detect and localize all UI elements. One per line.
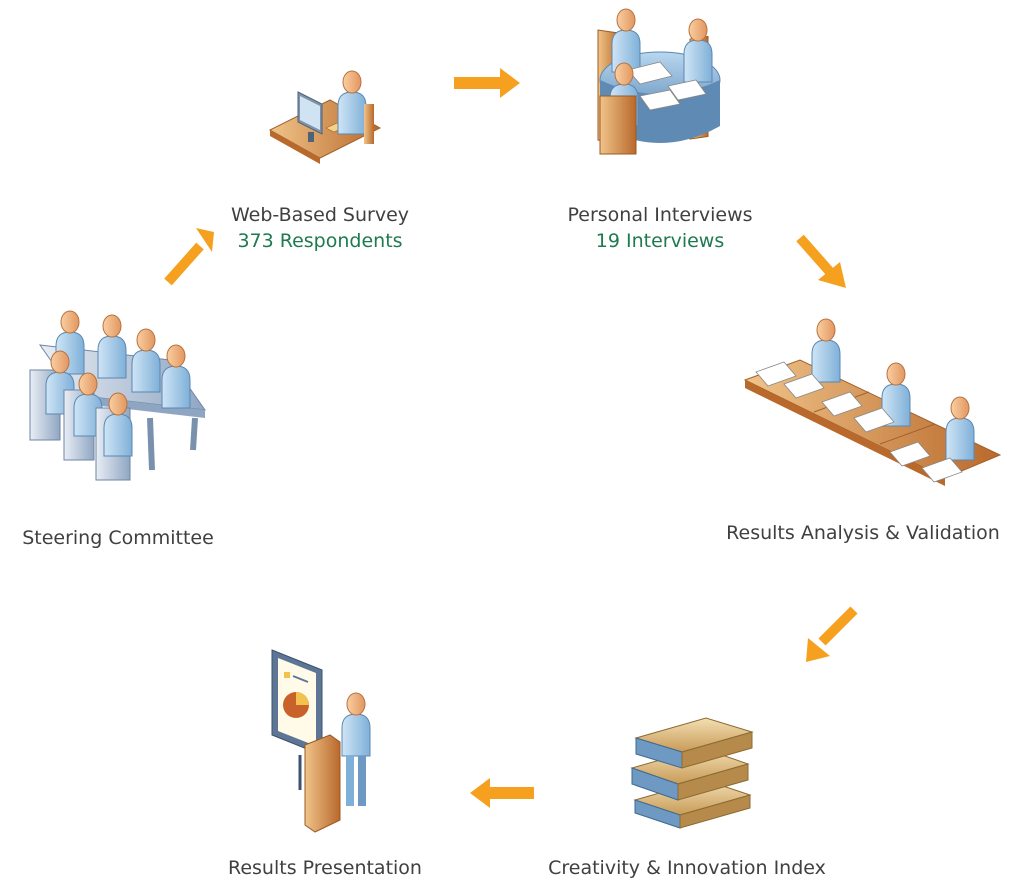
step-label-personal-interviews: Personal Interviews 19 Interviews (540, 202, 780, 254)
step-subtitle: 19 Interviews (595, 230, 725, 252)
step-title: Results Presentation (228, 857, 422, 879)
arrow-index-to-presentation (470, 778, 534, 808)
stacked-books-icon (630, 717, 754, 829)
arrow-survey-to-interviews (454, 68, 520, 98)
computer-user-icon (268, 70, 382, 164)
step-title: Personal Interviews (567, 204, 753, 226)
step-title: Results Analysis & Validation (726, 522, 1000, 544)
arrow-steering-to-survey (164, 228, 214, 286)
arrow-analysis-to-index (806, 606, 858, 662)
round-table-meeting-icon (597, 8, 721, 155)
desk-workers-icon (743, 318, 1002, 486)
step-title: Web-Based Survey (230, 204, 410, 226)
presenter-podium-icon (271, 649, 371, 833)
step-label-steering-committee: Steering Committee (8, 525, 228, 551)
meeting-table-icon (29, 310, 207, 481)
step-label-results-analysis: Results Analysis & Validation (704, 520, 1022, 546)
step-label-creativity-index: Creativity & Innovation Index (532, 855, 842, 881)
arrow-interviews-to-analysis (796, 234, 846, 288)
step-title: Steering Committee (22, 527, 214, 549)
step-subtitle: 373 Respondents (237, 230, 403, 252)
step-title: Creativity & Innovation Index (548, 857, 826, 879)
step-label-web-based-survey: Web-Based Survey 373 Respondents (205, 202, 435, 254)
step-label-results-presentation: Results Presentation (200, 855, 450, 881)
